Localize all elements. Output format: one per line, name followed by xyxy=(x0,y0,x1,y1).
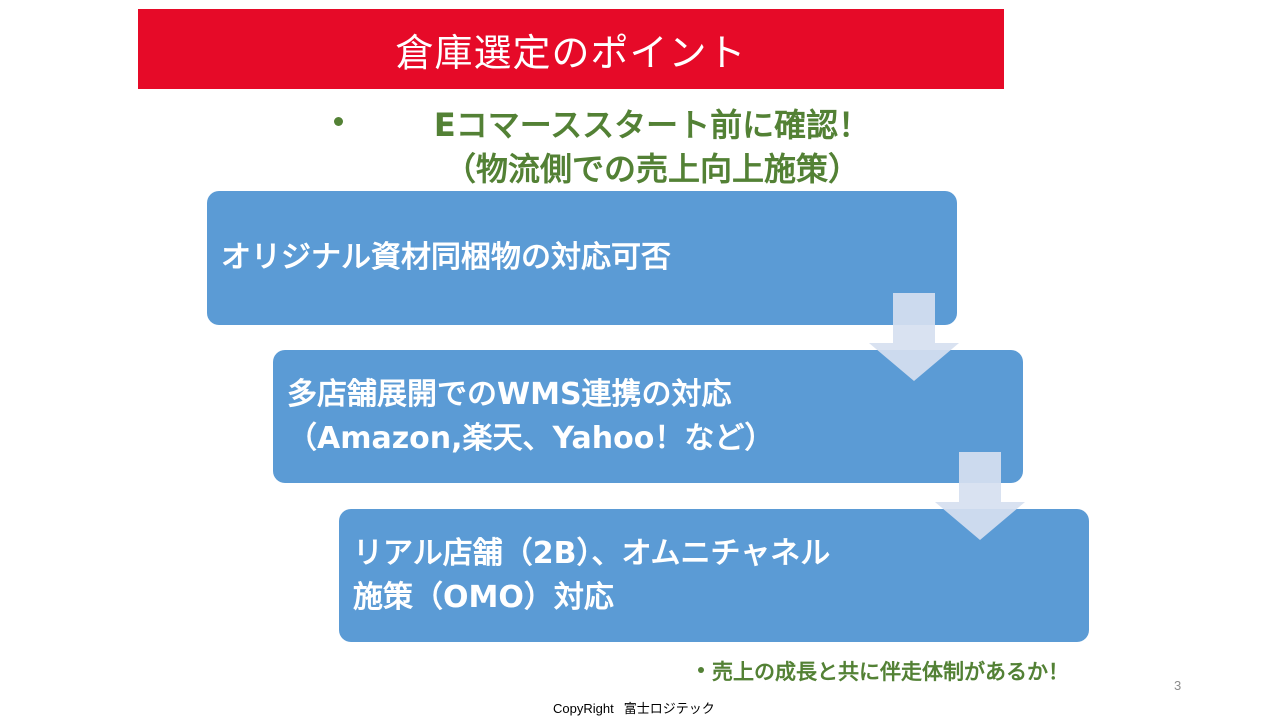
bullet-dot-icon xyxy=(334,117,343,126)
sub-bullet: 売上の成長と共に伴走体制があるか！ xyxy=(698,657,1069,687)
process-step-2: 多店舗展開でのWMS連携の対応 （Amazon,楽天、Yahoo！など） xyxy=(273,350,1023,483)
main-bullet-line-2: （物流側での売上向上施策） xyxy=(443,150,860,188)
slide-title-bar: 倉庫選定のポイント xyxy=(138,9,1004,89)
process-step-3: リアル店舗（2B）、オムニチャネル 施策（OMO）対応 xyxy=(339,509,1089,642)
copyright-footer: CopyRight 富士ロジテック xyxy=(553,698,715,717)
copyright-company: 富士ロジテック xyxy=(623,701,715,716)
bullet-dot-icon xyxy=(698,667,704,673)
process-step-3-line-2: 施策（OMO）対応 xyxy=(353,579,614,615)
sub-bullet-text: 売上の成長と共に伴走体制があるか！ xyxy=(712,660,1069,684)
process-step-1: オリジナル資材同梱物の対応可否 xyxy=(207,191,957,325)
process-step-2-line-1: 多店舗展開でのWMS連携の対応 xyxy=(287,376,732,412)
slide-title: 倉庫選定のポイント xyxy=(395,30,747,75)
process-step-2-line-2: （Amazon,楽天、Yahoo！など） xyxy=(287,420,775,456)
process-step-1-text: オリジナル資材同梱物の対応可否 xyxy=(221,240,671,275)
arrow-down-icon xyxy=(935,452,1025,540)
main-bullet-line-1: Eコマーススタート前に確認！ xyxy=(433,106,871,144)
copyright-label: CopyRight xyxy=(553,701,614,716)
main-bullet: Eコマーススタート前に確認！ （物流側での売上向上施策） xyxy=(332,103,972,191)
arrow-down-icon xyxy=(869,293,959,381)
process-step-3-line-1: リアル店舗（2B）、オムニチャネル xyxy=(353,535,831,571)
page-number: 3 xyxy=(1174,678,1182,693)
